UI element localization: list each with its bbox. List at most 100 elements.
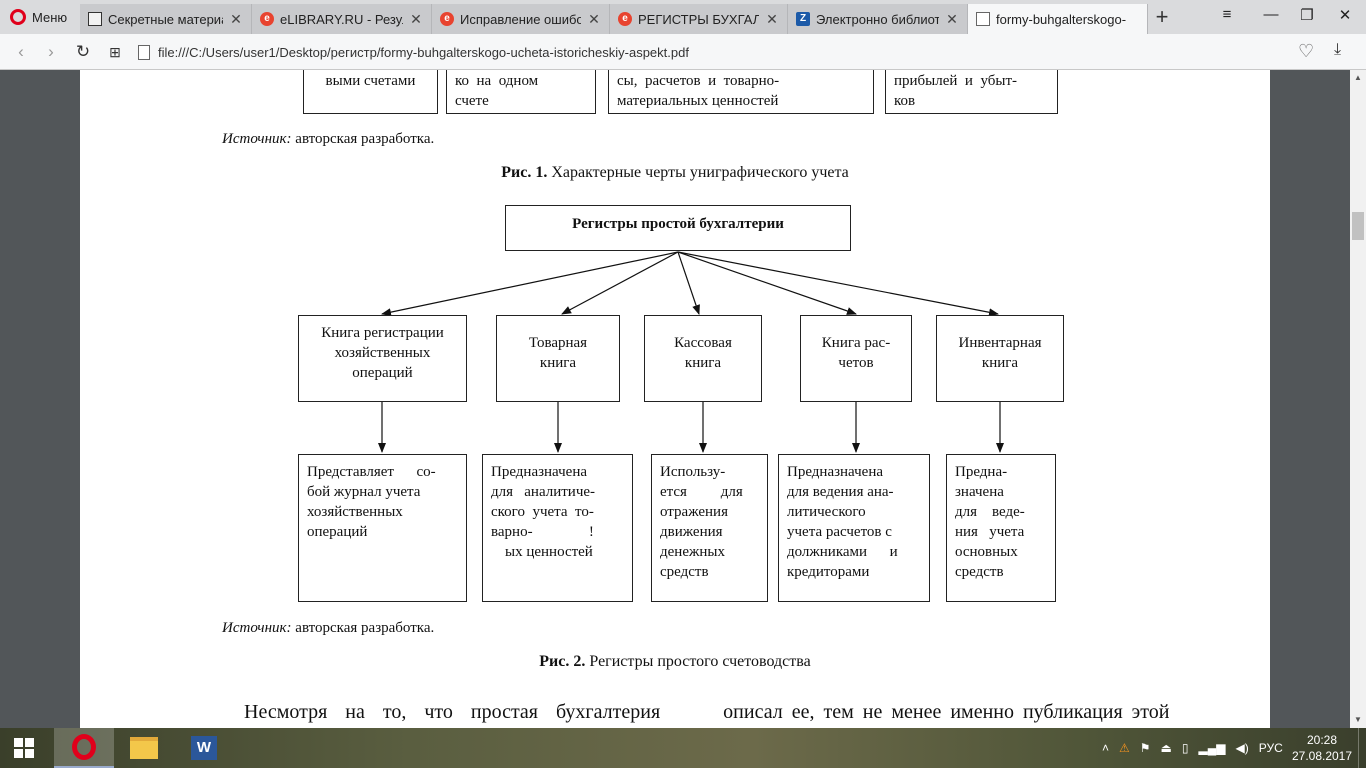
box-line: должниками и (787, 544, 898, 560)
box-line: книга (539, 355, 577, 371)
action-center-icon[interactable]: ⚑ (1139, 741, 1151, 755)
box-line: Кассовая (674, 335, 732, 351)
box-line: ых ценностей (505, 544, 593, 560)
new-tab-plus-icon[interactable]: + (1155, 4, 1169, 29)
bookmark-heart-icon[interactable]: ♡ (1298, 41, 1315, 61)
tab-title: eLIBRARY.RU - Результ (280, 11, 403, 27)
system-tray: ˄ ⚠ ⚑ ⏏ ▯ ▂▄▆ ◀) РУС (1102, 728, 1283, 768)
url-field[interactable]: file:///C:/Users/user1/Desktop/регистр/f… (138, 39, 1328, 65)
minimize-icon[interactable]: — (1263, 6, 1279, 23)
box-line: бой журнал учета (307, 484, 421, 500)
window-close-icon[interactable]: ✕ (1338, 7, 1352, 24)
scroll-up-icon[interactable]: ▲ (1354, 73, 1362, 82)
tab-electronic-library[interactable]: Z Электронно библиоте ✕ (788, 4, 968, 34)
folder-icon (130, 737, 158, 759)
clock-time: 20:28 (1306, 733, 1338, 747)
reload-icon[interactable]: ↻ (75, 42, 91, 61)
close-icon[interactable]: ✕ (230, 10, 242, 27)
pdf-document-favicon-icon (976, 12, 990, 26)
close-icon[interactable]: ✕ (588, 10, 600, 27)
taskbar-file-explorer[interactable] (114, 728, 174, 768)
tab-elibrary-results[interactable]: e eLIBRARY.RU - Результ ✕ (252, 4, 432, 34)
taskbar-opera[interactable] (54, 728, 114, 768)
box-line: кредиторами (787, 564, 870, 580)
arrow-root-to-inventory (677, 251, 999, 317)
tab-title: formy-buhgalterskogo- (996, 11, 1127, 27)
box-line: отражения (660, 504, 728, 520)
box-line: четов (838, 355, 874, 371)
battery-icon[interactable]: ▯ (1181, 741, 1189, 755)
tab-pdf-document[interactable]: formy-buhgalterskogo- (968, 4, 1148, 34)
box-line: учета расчетов с (787, 524, 892, 540)
box-line: денежных (660, 544, 725, 560)
taskbar-word[interactable]: W (174, 728, 234, 768)
network-signal-icon[interactable]: ▂▄▆ (1198, 741, 1226, 755)
volume-icon[interactable]: ◀) (1235, 741, 1249, 755)
box-line: Представляет со- (307, 464, 436, 480)
menu-label: Меню (32, 9, 68, 25)
box-line: основных (955, 544, 1018, 560)
box-line: движения (660, 524, 723, 540)
word-icon: W (191, 736, 217, 760)
box-line: книга (981, 355, 1019, 371)
avast-icon[interactable]: ⚠ (1119, 741, 1130, 755)
scrollbar-thumb[interactable] (1352, 212, 1364, 240)
source-note-2: Источник: авторская разработка. (222, 619, 434, 637)
box-line: литического (787, 504, 866, 520)
tab-title: Исправление ошибок (460, 11, 581, 27)
figure-1-caption: Рис. 1. Характерные черты униграфическог… (80, 164, 1270, 182)
tab-secret-materials[interactable]: Секретные материалы ✕ (80, 4, 252, 34)
opera-logo-icon (10, 9, 26, 25)
maximize-icon[interactable]: ❐ (1300, 7, 1314, 24)
caption-text: Характерные черты униграфического учета (547, 164, 849, 181)
tab-bar: Меню Секретные материалы ✕ e eLIBRARY.RU… (0, 0, 1366, 34)
back-arrow-icon[interactable]: ‹ (18, 42, 24, 61)
opera-menu-button[interactable]: Меню (0, 0, 78, 34)
usb-icon[interactable]: ⏏ (1160, 741, 1172, 755)
elibrary-favicon-icon: e (260, 12, 274, 26)
box-line: ния учета (955, 524, 1025, 540)
caption-number: Рис. 1. (501, 164, 548, 181)
scroll-down-icon[interactable]: ▼ (1354, 715, 1362, 724)
box-line: сы, расчетов и товарно- (617, 73, 780, 89)
box-line: операций (352, 365, 413, 381)
forward-arrow-icon[interactable]: › (48, 42, 54, 61)
pdf-page: выми счетами ко на одном счете сы, расче… (80, 70, 1270, 728)
opera-icon (72, 734, 96, 760)
start-button[interactable] (0, 728, 48, 768)
show-desktop-button[interactable] (1358, 728, 1366, 768)
speed-dial-grid-icon[interactable]: ⊞ (109, 44, 121, 60)
box-line: хозяйственных (334, 345, 431, 361)
figure-2-caption: Рис. 2. Регистры простого счетоводства (80, 653, 1270, 671)
tab-menu-icon[interactable]: ≡ (1222, 6, 1232, 23)
vertical-scrollbar[interactable]: ▲ ▼ (1350, 70, 1366, 728)
cash-description-box: Использу- ется для отражения движения де… (651, 454, 768, 602)
local-file-icon (138, 44, 150, 60)
pdf-viewer: выми счетами ко на одном счете сы, расче… (0, 70, 1366, 728)
box-line: Предназначена (787, 464, 884, 480)
close-icon[interactable]: ✕ (410, 10, 422, 27)
download-icon[interactable]: ⤓ (1334, 41, 1342, 58)
goods-description-box: Предназначена для аналитиче- ского учета… (482, 454, 633, 602)
root-box-label: Регистры простой бухгалтерии (572, 216, 784, 232)
language-indicator[interactable]: РУС (1258, 741, 1283, 755)
chart-favicon-icon (88, 12, 102, 26)
tab-error-correction[interactable]: e Исправление ошибок ✕ (432, 4, 610, 34)
close-icon[interactable]: ✕ (766, 10, 778, 27)
diagram-arrows (378, 251, 1004, 453)
tab-accounting-registers[interactable]: e РЕГИСТРЫ БУХГАЛТЕР ✕ (610, 4, 788, 34)
clock[interactable]: 20:28 27.08.2017 (1290, 732, 1354, 764)
box-line: Использу- (660, 464, 726, 480)
box-line: Предназначена (491, 464, 588, 480)
source-note-1: Источник: авторская разработка. (222, 130, 434, 148)
inventory-book-box: Инвентарная книга (936, 315, 1064, 402)
box-line: операций (307, 524, 368, 540)
box-line: прибылей и убыт- (894, 73, 1018, 89)
tab-title: Секретные материалы (108, 11, 223, 27)
fig1-box-accounts: выми счетами (303, 70, 438, 114)
close-icon[interactable]: ✕ (946, 10, 958, 27)
url-text: file:///C:/Users/user1/Desktop/регистр/f… (158, 44, 689, 60)
elibrary-favicon-icon: e (618, 12, 632, 26)
box-line: Товарная (528, 335, 588, 351)
tray-expand-icon[interactable]: ˄ (1102, 741, 1110, 755)
